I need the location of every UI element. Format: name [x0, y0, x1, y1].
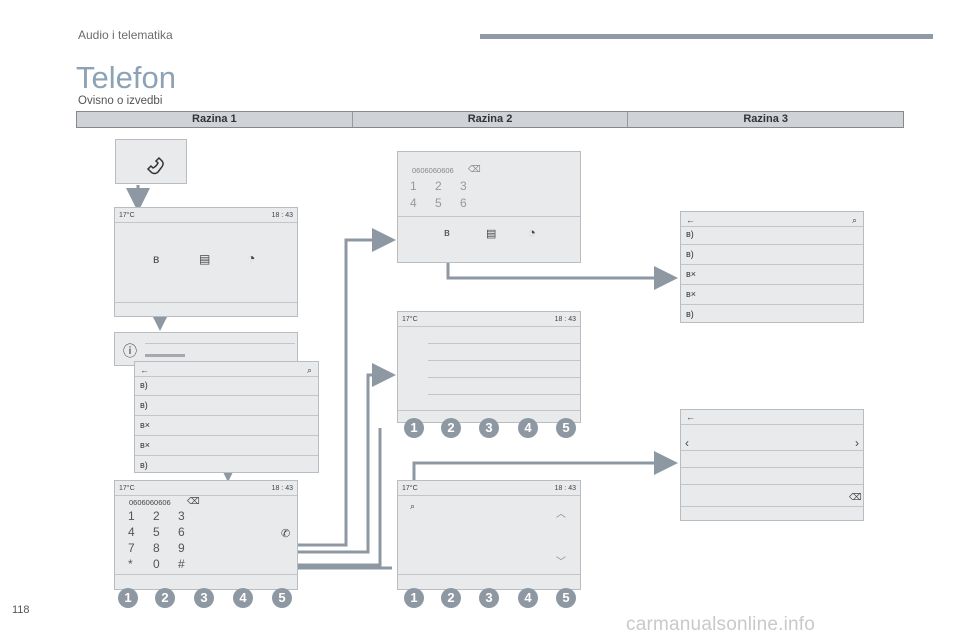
key-1[interactable]: 1: [410, 179, 417, 193]
badge-3: 3: [194, 588, 214, 608]
level-3-label: Razina 3: [627, 112, 903, 127]
bluetooth-off-icon: ʙ×: [686, 289, 697, 299]
key-6[interactable]: 6: [178, 525, 185, 539]
device-list-screen: ← ⌕ ʙ) ʙ) ʙ× ʙ× ʙ): [134, 361, 319, 473]
level2-dialer-screen: 0606060606 ⌫ 1 2 3 4 5 6 ʙ ▤ ◔: [397, 151, 581, 263]
key-5[interactable]: 5: [153, 525, 160, 539]
temp-label: 17°C: [402, 485, 418, 492]
dialed-number: 0606060606: [412, 166, 454, 175]
level2-search-screen: 17°C 18 : 43 ⌕ ︿ ﹀: [397, 480, 581, 590]
bluetooth-off-icon: ʙ×: [140, 420, 151, 430]
back-icon[interactable]: ←: [686, 412, 695, 422]
back-icon[interactable]: ←: [686, 215, 695, 225]
phone-main-screen: 17°C 18 : 43 ʙ ▤ ◔: [114, 207, 298, 317]
key-0[interactable]: 0: [153, 557, 160, 571]
bluetooth-icon: ʙ): [140, 400, 148, 410]
key-7[interactable]: 7: [128, 541, 135, 555]
search-icon[interactable]: ⌕: [306, 365, 312, 375]
level3-device-list: ← ⌕ ʙ) ʙ) ʙ× ʙ× ʙ): [680, 211, 864, 323]
badge-2: 2: [441, 418, 461, 438]
bluetooth-icon: ʙ): [140, 380, 148, 390]
bluetooth-icon: ʙ): [686, 249, 694, 259]
key-4[interactable]: 4: [410, 196, 417, 210]
badge-4: 4: [518, 418, 538, 438]
dialed-number: 0606060606: [129, 498, 171, 507]
level3-keyboard-screen: ← ‹ › ⌫: [680, 409, 864, 521]
time-label: 18 : 43: [554, 316, 576, 323]
chevron-right-icon[interactable]: ›: [855, 436, 859, 450]
bluetooth-icon[interactable]: ʙ: [153, 252, 160, 266]
phone-book-icon[interactable]: ▤: [486, 228, 497, 240]
temp-label: 17°C: [119, 485, 135, 492]
chevron-up-icon[interactable]: ︿: [556, 509, 566, 520]
history-icon[interactable]: ◔: [528, 225, 536, 240]
call-icon[interactable]: ✆: [281, 528, 291, 540]
backspace-icon[interactable]: ⌫: [849, 492, 862, 502]
key-5[interactable]: 5: [435, 196, 442, 210]
time-label: 18 : 43: [271, 485, 293, 492]
bluetooth-off-icon: ʙ×: [140, 440, 151, 450]
level-1-label: Razina 1: [192, 113, 237, 125]
badge-3: 3: [479, 588, 499, 608]
key-2[interactable]: 2: [435, 179, 442, 193]
key-9[interactable]: 9: [178, 541, 185, 555]
phone-book-icon[interactable]: ▤: [199, 252, 211, 266]
level2-list-screen: 17°C 18 : 43: [397, 311, 581, 423]
phone-icon: [146, 156, 164, 175]
bluetooth-icon: ʙ): [140, 460, 148, 470]
key-hash[interactable]: #: [178, 557, 185, 571]
info-icon: ⓘ: [123, 343, 137, 359]
backspace-icon[interactable]: ⌫: [187, 496, 200, 506]
header-bar: [480, 34, 933, 39]
badge-5: 5: [272, 588, 292, 608]
badge-1: 1: [404, 588, 424, 608]
info-screen: ⓘ: [114, 332, 298, 366]
badge-1: 1: [404, 418, 424, 438]
time-label: 18 : 43: [271, 212, 293, 219]
bluetooth-off-icon: ʙ×: [686, 269, 697, 279]
chevron-down-icon[interactable]: ﹀: [556, 557, 566, 568]
badge-1: 1: [118, 588, 138, 608]
level-2-label: Razina 2: [351, 112, 628, 127]
dialer-screen: 17°C 18 : 43 0606060606 ⌫ 1 2 3 4 5 6 7 …: [114, 480, 298, 590]
key-8[interactable]: 8: [153, 541, 160, 555]
watermark: carmanualsonline.info: [626, 614, 816, 635]
badge-3: 3: [479, 418, 499, 438]
time-label: 18 : 43: [554, 485, 576, 492]
key-3[interactable]: 3: [178, 509, 185, 523]
search-icon[interactable]: ⌕: [851, 215, 857, 225]
phone-menu-tile[interactable]: [115, 139, 187, 184]
back-icon[interactable]: ←: [140, 365, 149, 375]
badge-5: 5: [556, 588, 576, 608]
temp-label: 17°C: [119, 212, 135, 219]
badge-2: 2: [441, 588, 461, 608]
badge-4: 4: [233, 588, 253, 608]
page-number: 118: [12, 604, 30, 616]
badge-4: 4: [518, 588, 538, 608]
key-4[interactable]: 4: [128, 525, 135, 539]
key-1[interactable]: 1: [128, 509, 135, 523]
bluetooth-icon[interactable]: ʙ: [444, 227, 450, 239]
key-star[interactable]: *: [128, 557, 133, 571]
temp-label: 17°C: [402, 316, 418, 323]
key-2[interactable]: 2: [153, 509, 160, 523]
chevron-left-icon[interactable]: ‹: [685, 436, 689, 450]
key-6[interactable]: 6: [460, 196, 467, 210]
bluetooth-icon: ʙ): [686, 229, 694, 239]
search-icon[interactable]: ⌕: [410, 501, 416, 511]
section-title: Audio i telematika: [78, 28, 173, 42]
badge-2: 2: [155, 588, 175, 608]
key-3[interactable]: 3: [460, 179, 467, 193]
history-icon[interactable]: ◔: [247, 250, 256, 266]
page-title: Telefon: [76, 60, 176, 95]
backspace-icon[interactable]: ⌫: [468, 164, 481, 174]
badge-5: 5: [556, 418, 576, 438]
level-header-bar: Razina 1 Razina 2 Razina 3: [76, 111, 904, 128]
page-subtitle: Ovisno o izvedbi: [78, 95, 163, 107]
bluetooth-icon: ʙ): [686, 309, 694, 319]
